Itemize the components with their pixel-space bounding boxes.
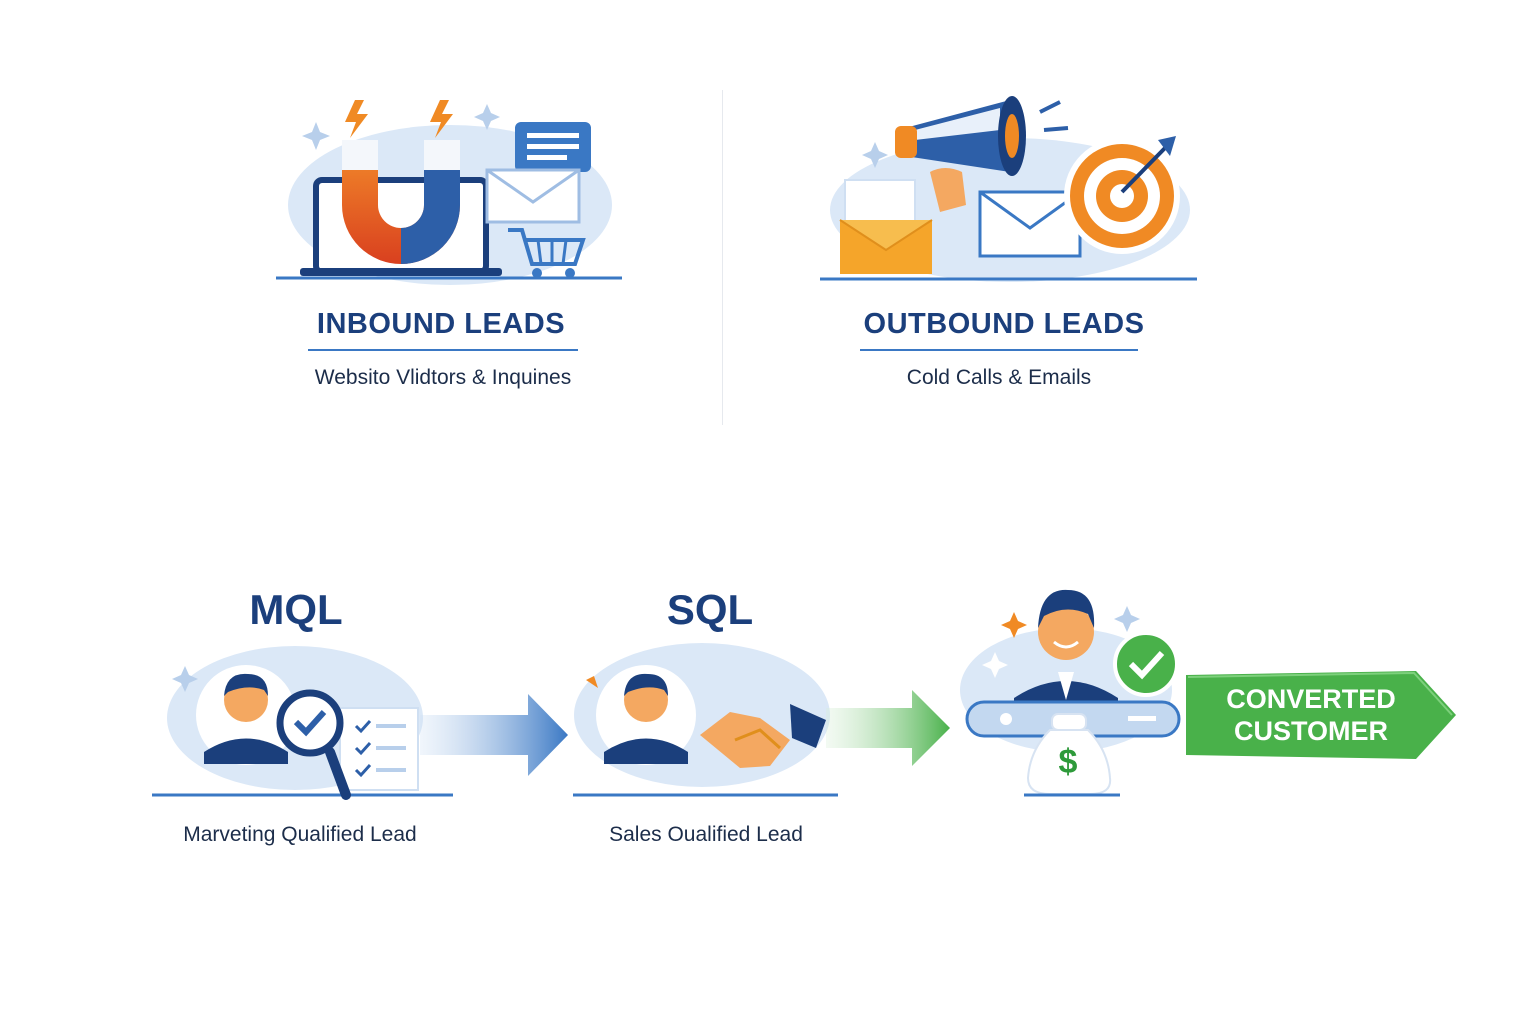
inbound-rule	[308, 349, 578, 351]
sparkle-icon	[1001, 612, 1027, 638]
outbound-rule	[860, 349, 1138, 351]
arrow-right-icon	[826, 690, 950, 766]
handshake-icon	[700, 704, 826, 768]
sparkle-icon	[982, 652, 1008, 678]
outbound-title: OUTBOUND LEADS	[863, 308, 1145, 340]
customer-illustration	[960, 589, 1456, 797]
person-icon	[196, 665, 296, 765]
hand-icon	[930, 168, 966, 212]
person-icon	[596, 665, 696, 765]
lightning-icon	[430, 100, 453, 138]
checklist-icon	[339, 707, 419, 791]
sparkle-icon	[862, 142, 888, 168]
target-icon	[1064, 136, 1180, 254]
magnet-icon	[342, 140, 460, 264]
converted-banner	[1186, 671, 1456, 759]
sql-illustration	[573, 643, 838, 797]
converted-line-1: CONVERTED	[1226, 684, 1396, 714]
person-icon	[1014, 589, 1118, 706]
sparkle-icon	[172, 666, 198, 692]
mql-subtitle: Marveting Qualified Lead	[183, 823, 417, 846]
converted-line-2: CUSTOMER	[1233, 716, 1388, 746]
sparkle-icon	[302, 122, 330, 150]
mql-title: MQL	[249, 586, 343, 633]
arrow-right-icon	[420, 694, 568, 776]
envelope-icon	[485, 168, 581, 224]
dollar-sign: $	[1058, 743, 1078, 781]
sparkle-icon	[1114, 606, 1140, 632]
check-badge-icon	[1113, 631, 1179, 697]
shopping-cart-icon	[508, 228, 586, 278]
inbound-subtitle: Websito Vlidtors & Inquines	[314, 366, 572, 389]
inbound-illustration	[276, 100, 622, 285]
mql-illustration	[152, 646, 453, 800]
section-divider	[722, 90, 723, 425]
outbound-illustration	[820, 96, 1197, 282]
lightning-icon	[345, 100, 368, 138]
envelope-icon	[839, 219, 933, 274]
megaphone-icon	[895, 96, 1069, 176]
outbound-subtitle: Cold Calls & Emails	[906, 366, 1092, 389]
magnifier-check-icon	[276, 689, 351, 800]
sql-subtitle: Sales Oualified Lead	[609, 823, 803, 846]
sql-title: SQL	[666, 586, 754, 633]
money-bag-icon	[1026, 713, 1112, 795]
sparkle-icon	[474, 104, 500, 130]
inbound-title: INBOUND LEADS	[316, 308, 566, 340]
